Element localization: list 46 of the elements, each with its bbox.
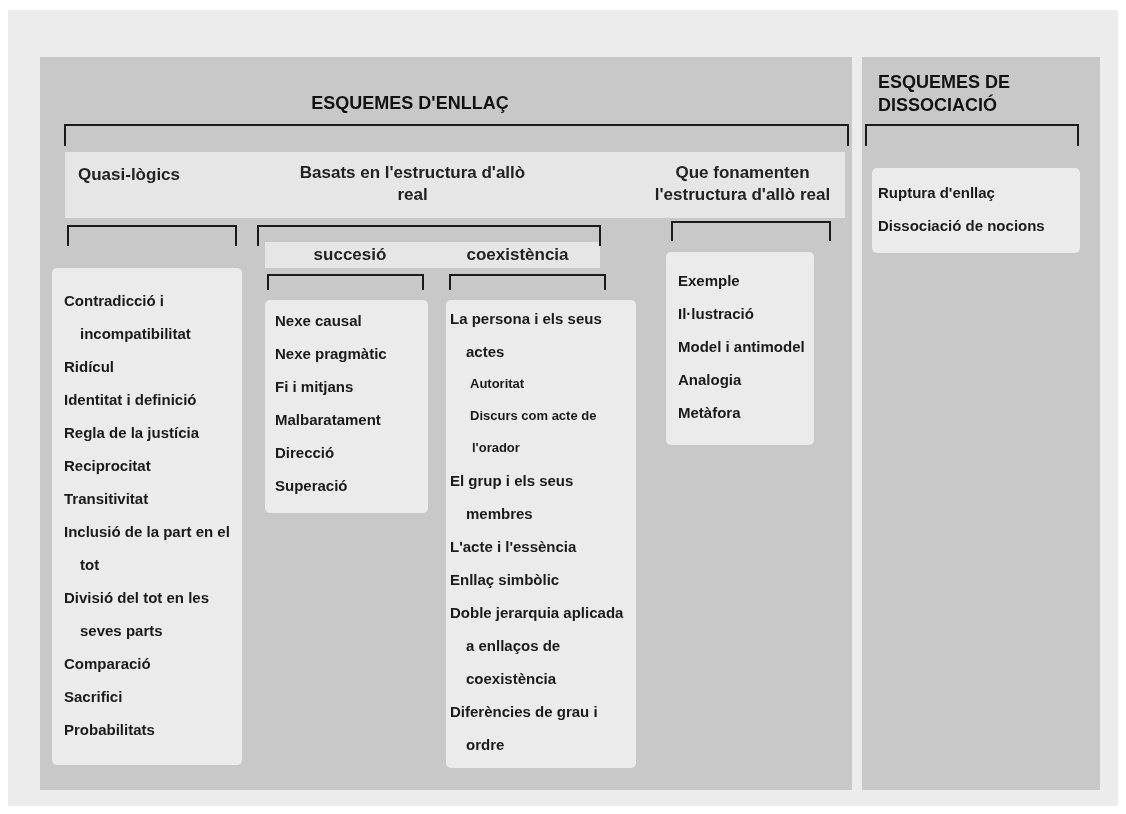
item-list-card xyxy=(872,168,1080,253)
category-heading: Basats en l'estructura d'allò real xyxy=(295,162,530,210)
category-heading: coexistència xyxy=(435,242,600,268)
list-item: Discurs com acte de l'orador xyxy=(469,407,598,457)
list-item: Comparació xyxy=(64,654,152,674)
list-item: Il·lustració xyxy=(678,304,755,324)
item-list-card xyxy=(446,300,636,768)
list-item: Enllaç simbòlic xyxy=(450,570,561,590)
list-item: Probabilitats xyxy=(64,720,156,740)
list-item: Autoritat xyxy=(469,375,526,393)
item-list-card xyxy=(666,252,814,445)
list-item: Dissociació de nocions xyxy=(878,216,1046,236)
list-item: Direcció xyxy=(275,443,336,463)
list-item: Divisió del tot en les seves parts xyxy=(64,588,211,641)
list-item: Identitat i definició xyxy=(64,390,198,410)
group-panel xyxy=(862,57,1100,790)
list-item: Exemple xyxy=(678,271,741,291)
list-item: Malbaratament xyxy=(275,410,382,430)
list-item: Ruptura d'enllaç xyxy=(878,183,996,203)
list-item: Superació xyxy=(275,476,349,496)
list-item: Doble jerarquia aplicada a enllaços de coexistència xyxy=(450,603,625,689)
group-title: ESQUEMES D'ENLLAÇ xyxy=(310,92,510,115)
list-item: Metàfora xyxy=(678,403,742,423)
item-list-card xyxy=(52,268,242,765)
category-heading: Quasi-lògics xyxy=(78,162,218,188)
list-item: L'acte i l'essència xyxy=(450,537,578,557)
list-item: Fi i mitjans xyxy=(275,377,355,397)
group-title: ESQUEMES DE DISSOCIACIÓ xyxy=(878,71,1012,117)
category-heading: Que fonamenten l'estructura d'allò real xyxy=(635,162,850,210)
list-item: Regla de la justícia xyxy=(64,423,201,443)
list-item: Inclusió de la part en el tot xyxy=(64,522,231,575)
list-item: Nexe causal xyxy=(275,311,363,331)
list-item: Analogia xyxy=(678,370,743,390)
list-item: Transitivitat xyxy=(64,489,150,509)
group-panel xyxy=(40,57,852,790)
list-item: Sacrifici xyxy=(64,687,124,707)
list-item: Contradicció i incompatibilitat xyxy=(64,291,192,344)
list-item: La persona i els seus actes xyxy=(450,309,603,362)
list-item: Nexe pragmàtic xyxy=(275,344,388,364)
list-item: Diferències de grau i ordre xyxy=(450,702,599,755)
item-list-card xyxy=(265,300,428,513)
list-item: Model i antimodel xyxy=(678,337,806,357)
list-item: El grup i els seus membres xyxy=(450,471,575,524)
list-item: Reciprocitat xyxy=(64,456,152,476)
list-item: Ridícul xyxy=(64,357,115,377)
category-heading: succesió xyxy=(265,242,435,268)
